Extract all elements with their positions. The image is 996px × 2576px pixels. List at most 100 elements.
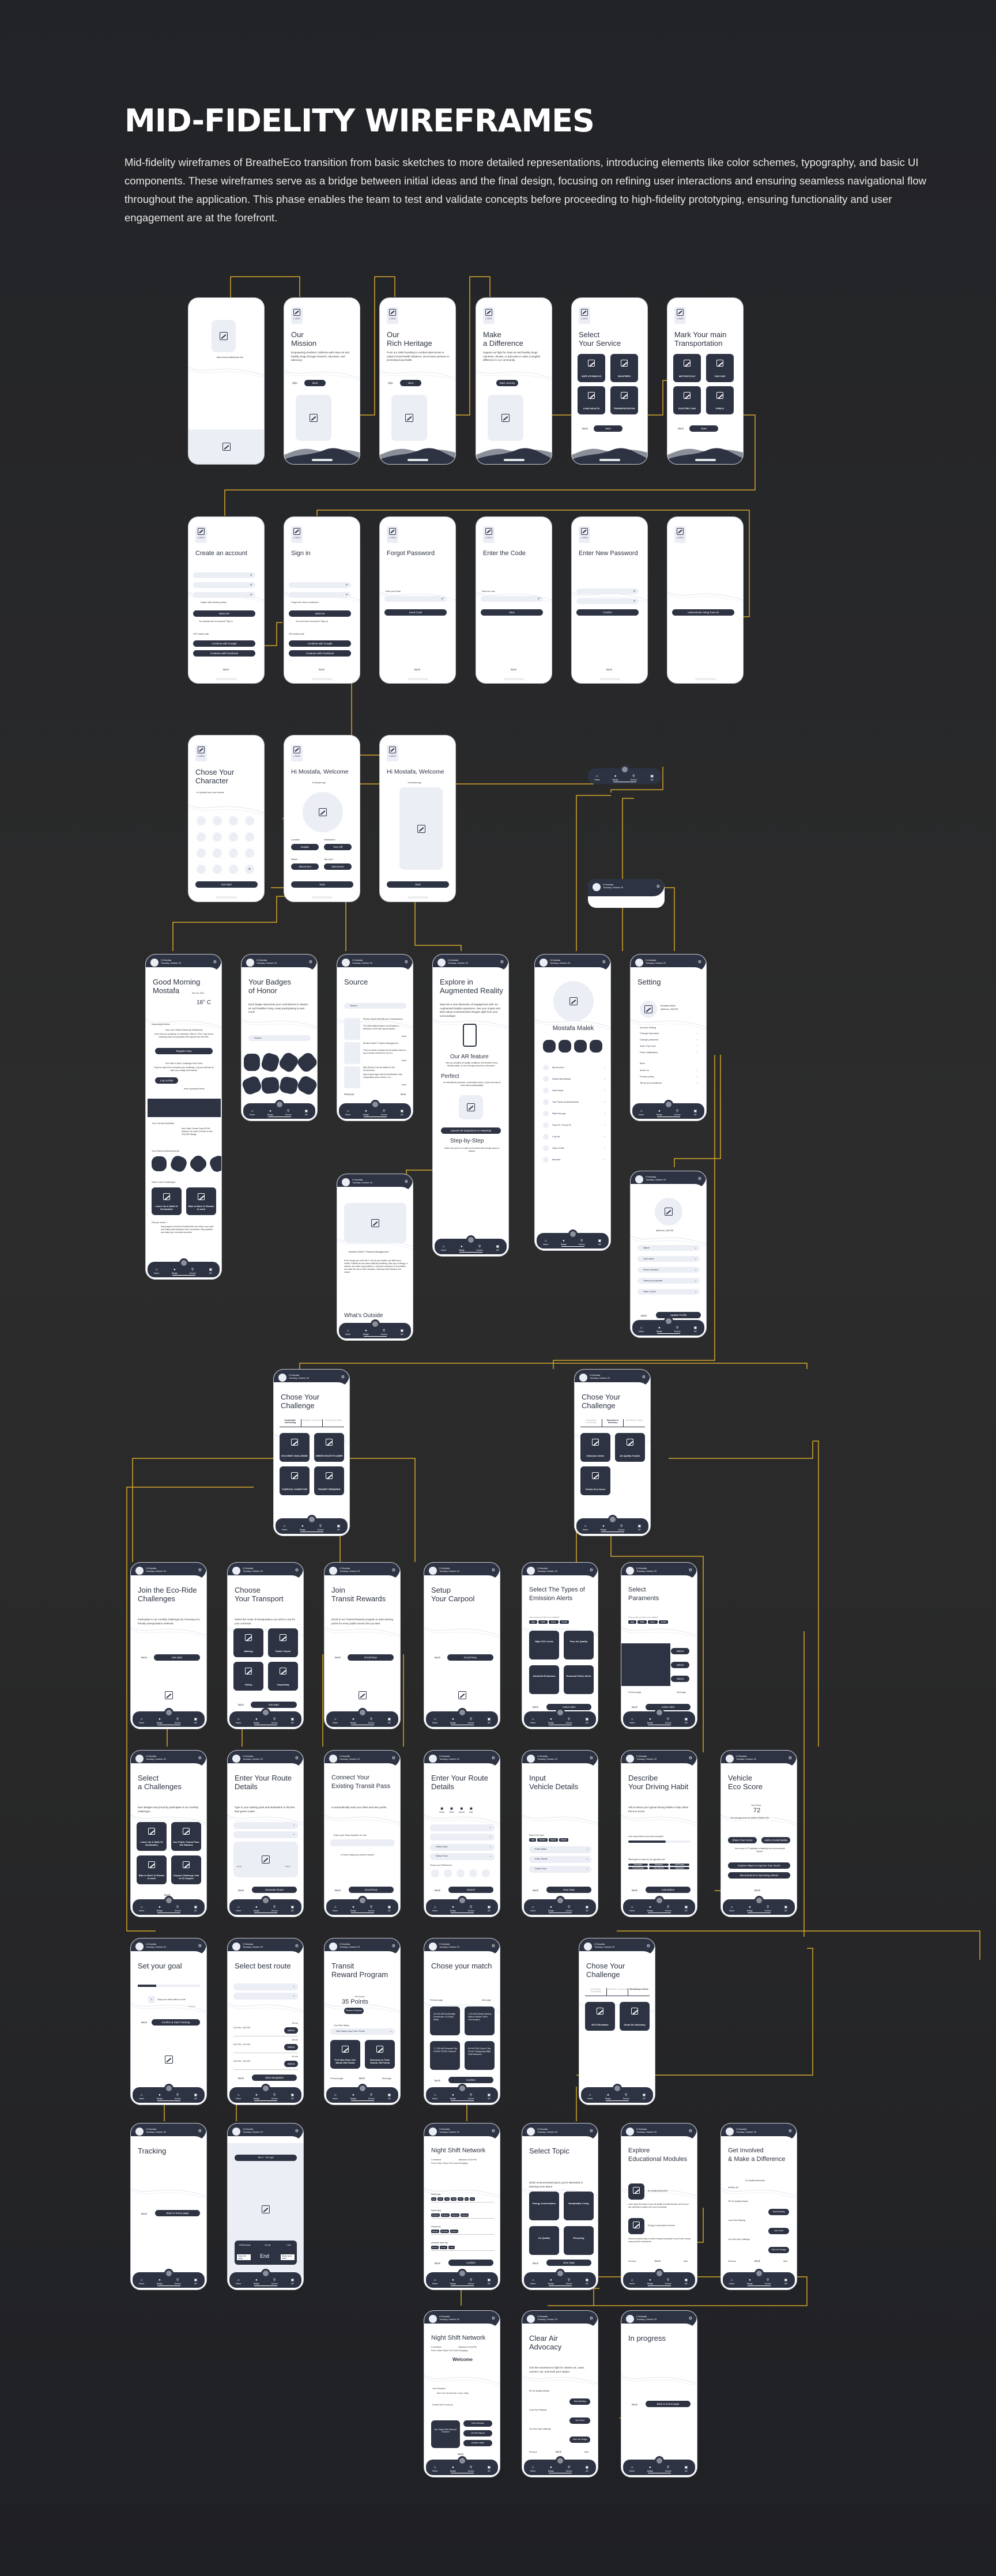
gear-icon[interactable]: ⚙ xyxy=(295,1944,299,1948)
gear-icon[interactable]: ⚙ xyxy=(642,1375,646,1379)
avatar[interactable] xyxy=(342,1178,350,1186)
nav-source[interactable]: ⚲Source xyxy=(763,1905,772,1912)
nav-source[interactable]: ⚲Source xyxy=(466,2278,476,2285)
back-button[interactable]: Back xyxy=(335,1889,341,1892)
avatar[interactable] xyxy=(232,1755,240,1763)
preference-option[interactable] xyxy=(431,1869,439,1877)
goal-slider[interactable] xyxy=(138,1985,200,1987)
nav-ar[interactable]: ▣AR xyxy=(691,1326,700,1333)
select-button[interactable]: Select xyxy=(671,1676,689,1682)
back-button[interactable]: Back xyxy=(533,1706,538,1708)
nav-badge[interactable]: ●Badge xyxy=(646,1718,655,1724)
character-option[interactable] xyxy=(213,816,222,825)
option-tile[interactable]: LUNG HEALTH xyxy=(578,386,605,414)
gear-icon[interactable]: ⚙ xyxy=(698,960,701,964)
nav-badge[interactable]: ●Badge xyxy=(457,1245,466,1251)
option-tile[interactable]: GREEN ROUTE PLANER xyxy=(314,1433,344,1462)
nav-badge[interactable]: ●Badge xyxy=(252,1718,261,1724)
settings-item[interactable]: Add a Tap Card› xyxy=(640,1044,697,1047)
option-tile[interactable]: Discount on Train Tickets 750 Points xyxy=(365,2040,395,2069)
vehicle-field[interactable]: Enter Model xyxy=(529,1856,591,1863)
avatar[interactable] xyxy=(135,1943,144,1951)
nav-source[interactable]: ⚲Source xyxy=(466,1905,476,1912)
nav-source[interactable]: ⚲Source xyxy=(663,2465,673,2472)
username-field[interactable] xyxy=(193,572,255,578)
nav-source[interactable]: ⚲Source xyxy=(673,1109,682,1116)
sign-up-button[interactable]: SIGN UP xyxy=(193,610,255,617)
email-field[interactable] xyxy=(193,582,255,588)
nav-center-button[interactable] xyxy=(179,1258,188,1268)
avatar[interactable] xyxy=(135,1567,144,1575)
nav-ar[interactable]: ▣AR xyxy=(639,2093,648,2100)
character-option[interactable] xyxy=(213,865,222,874)
nav-source[interactable]: ⚲Source xyxy=(564,1905,574,1912)
nav-home[interactable]: ⌂Home xyxy=(628,1718,637,1724)
nav-ar[interactable]: ▣AR xyxy=(397,1329,406,1336)
nav-badge[interactable]: ●Badge xyxy=(448,2466,458,2472)
get-start-button[interactable]: Get Start xyxy=(195,881,258,888)
nav-source[interactable]: ⚲Source xyxy=(621,2093,631,2100)
nav-home[interactable]: ⌂Home xyxy=(331,1718,340,1724)
nav-center-button[interactable] xyxy=(664,1317,673,1326)
place-shortcut[interactable]: ■Add xyxy=(469,1806,473,1813)
character-option[interactable] xyxy=(229,848,238,858)
nav-ar[interactable]: ▣AR xyxy=(484,1905,493,1912)
nav-home[interactable]: ⌂Home xyxy=(137,1718,146,1724)
recommend-button[interactable]: Recommend to improving vehicle xyxy=(728,1872,790,1879)
origin-input[interactable] xyxy=(430,1824,495,1831)
nav-badge[interactable]: ●Badge xyxy=(155,2279,164,2285)
nav-home[interactable]: ⌂Home xyxy=(727,1906,737,1912)
nav-badge[interactable]: ●Badge xyxy=(559,1239,568,1246)
option-chip[interactable]: 8:15 am xyxy=(431,2213,440,2217)
nav-source[interactable]: ⚲Source xyxy=(663,1905,673,1912)
character-option[interactable] xyxy=(229,832,238,842)
back-button[interactable]: Skip xyxy=(292,382,297,384)
avatar[interactable] xyxy=(429,1943,437,1951)
road-type-option[interactable]: Highways xyxy=(670,1867,689,1869)
option-chip[interactable]: Weekly xyxy=(431,2230,439,2233)
new-password-field[interactable] xyxy=(576,589,639,594)
settings-item[interactable]: Change password› xyxy=(640,1038,697,1041)
back-button[interactable]: Back xyxy=(414,668,420,671)
nav-ar[interactable]: ▣AR xyxy=(288,2278,297,2285)
topic-tile[interactable]: Recycling xyxy=(564,2226,594,2255)
character-option[interactable] xyxy=(229,816,238,825)
nav-ar[interactable]: ▣AR xyxy=(681,1717,691,1724)
gear-icon[interactable]: ⚙ xyxy=(492,1944,495,1948)
back-button[interactable]: Back xyxy=(511,668,516,671)
gear-icon[interactable]: ⚙ xyxy=(590,2316,593,2321)
nav-source[interactable]: ⚲Source xyxy=(466,1717,476,1724)
nav-center-button[interactable] xyxy=(556,2456,565,2465)
topic-tile[interactable]: Air Quality xyxy=(529,2226,559,2255)
get-start-button[interactable]: Get Start xyxy=(154,1654,200,1661)
option-tile[interactable]: TRANSPORTATION xyxy=(610,386,638,414)
road-type-option[interactable]: Resident xyxy=(649,1864,669,1866)
nav-badge[interactable]: ●Badge xyxy=(349,1906,358,1912)
back-button[interactable]: Back xyxy=(238,1703,244,1706)
confirm-password-field[interactable] xyxy=(576,598,639,604)
nav-center-button[interactable] xyxy=(371,1100,380,1109)
channel-option[interactable]: Email xyxy=(659,1620,669,1624)
back-button[interactable]: Back xyxy=(435,1656,440,1659)
road-type-option[interactable]: Mountain xyxy=(628,1864,648,1866)
nav-home[interactable]: ⌂Home xyxy=(137,2279,146,2285)
nav-ar[interactable]: ▣AR xyxy=(681,1905,691,1912)
nav-center-button[interactable] xyxy=(458,2269,467,2278)
search-input[interactable]: Search xyxy=(248,1035,311,1041)
miles-slider[interactable] xyxy=(628,1840,691,1843)
sign-in-button[interactable]: SIGN IN xyxy=(289,610,351,617)
nav-home[interactable]: ⌂Home xyxy=(593,775,602,781)
nav-source[interactable]: ⚲Source xyxy=(173,1717,182,1724)
nav-badge[interactable]: ●Badge xyxy=(155,1906,164,1912)
nav-badge[interactable]: ●Badge xyxy=(745,1906,754,1912)
back-button[interactable]: Back xyxy=(359,2077,365,2080)
channel-option[interactable]: SMS xyxy=(538,1620,548,1624)
nav-home[interactable]: ⌂Home xyxy=(431,2466,440,2472)
nav-center-button[interactable] xyxy=(458,2456,467,2465)
gear-icon[interactable]: ⚙ xyxy=(689,1568,692,1572)
more-link[interactable]: More xyxy=(402,1059,406,1062)
nav-badge[interactable]: ●Badge xyxy=(448,1906,458,1912)
fuel-option[interactable]: Hybrid xyxy=(549,1838,558,1842)
option-tile[interactable]: ELECTRIC CAR xyxy=(673,386,701,414)
option-tile[interactable]: Leave Car & Walk 10 Destination xyxy=(152,1187,182,1215)
